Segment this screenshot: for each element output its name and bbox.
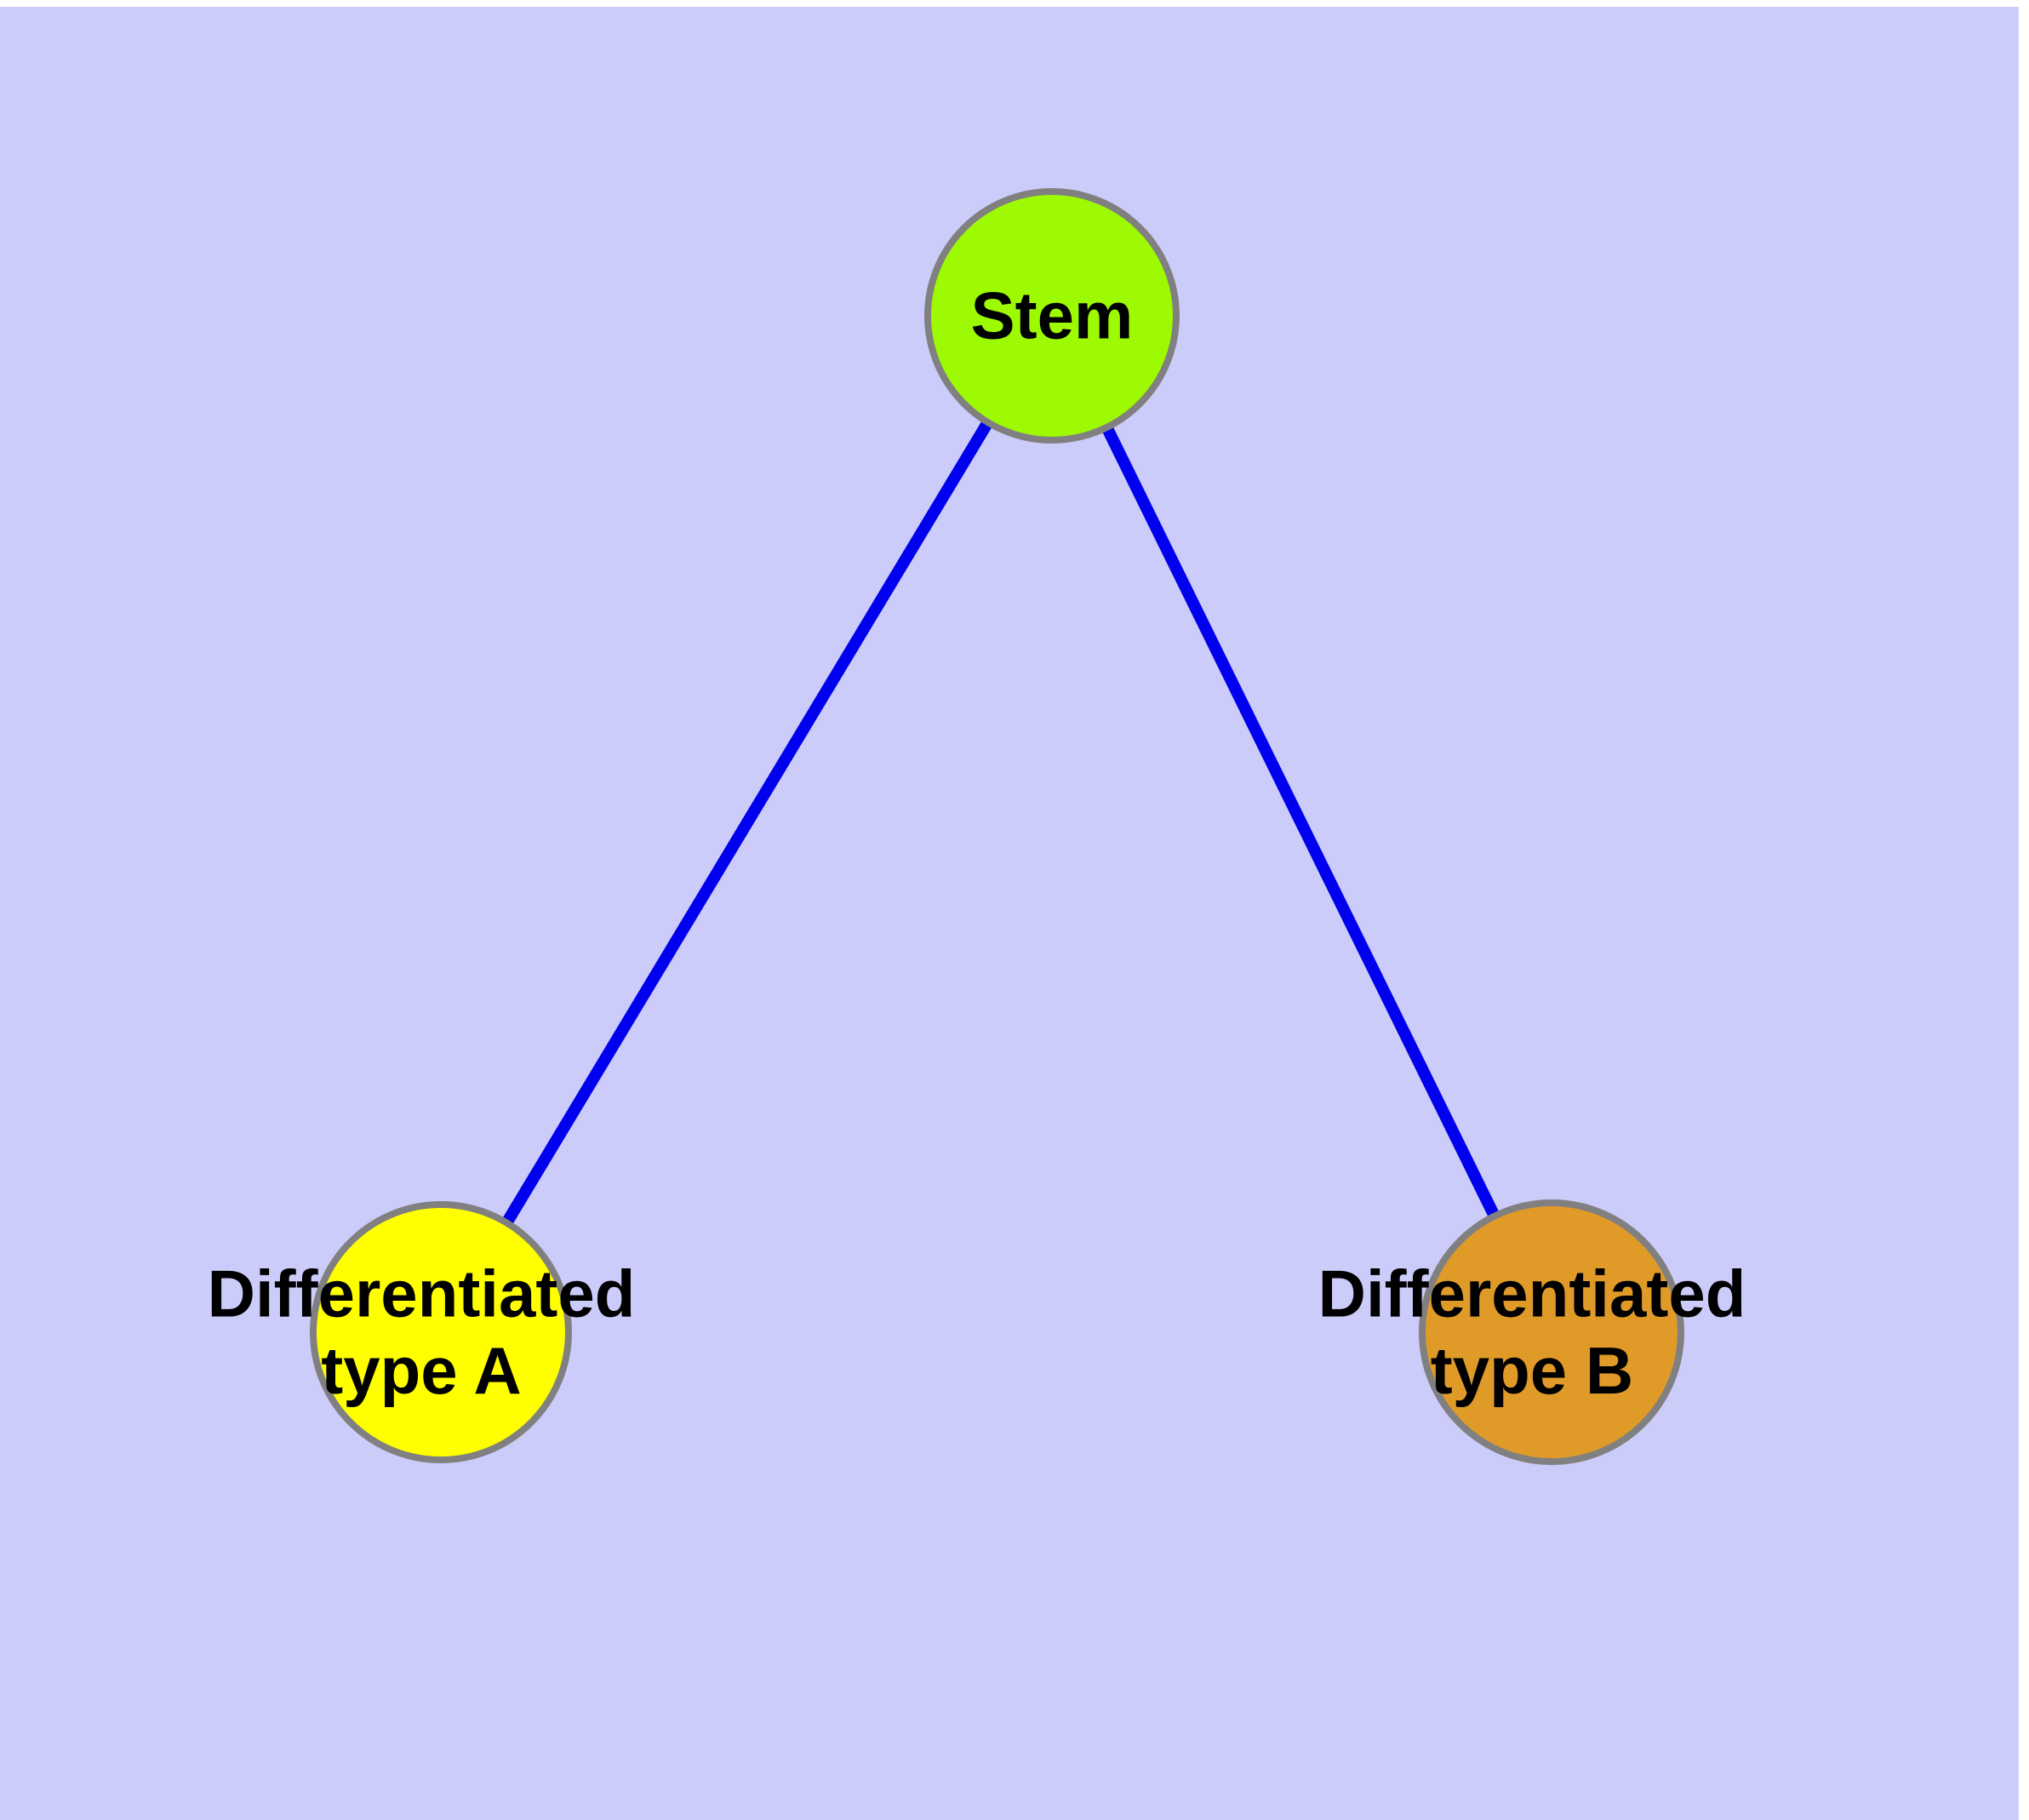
graph-node-label-line: Stem: [971, 278, 1134, 353]
graph-edge-stem-diff_a: [500, 417, 994, 1228]
graph-node-diff_b[interactable]: [1419, 1199, 1684, 1465]
graph-node-diff_a[interactable]: [310, 1201, 572, 1463]
graph-node-label-line: type B: [1431, 1333, 1633, 1408]
nodes-layer: [310, 188, 1684, 1465]
graph-node-stem[interactable]: [924, 188, 1180, 444]
graph-node-label-line: Differentiated: [208, 1256, 636, 1331]
edges-layer: [500, 417, 1501, 1228]
graph-node-label-stem: Stem: [971, 278, 1134, 353]
graph-edge-stem-diff_b: [1100, 423, 1501, 1221]
graph-node-label-line: type A: [321, 1333, 522, 1408]
graph-node-label-line: Differentiated: [1318, 1256, 1746, 1331]
